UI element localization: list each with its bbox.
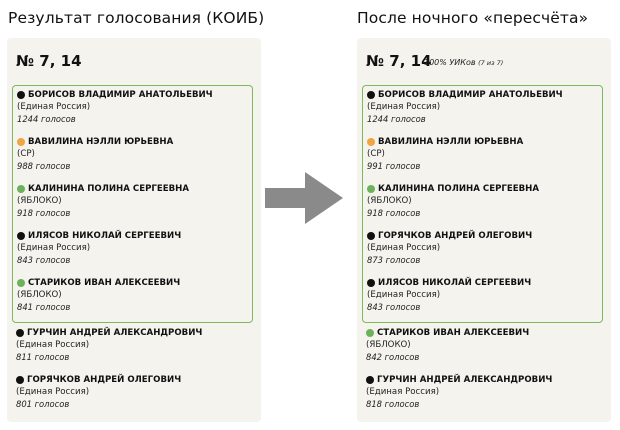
party-dot-icon (17, 185, 25, 193)
candidate-name: ВАВИЛИНА НЭЛЛИ ЮРЬЕВНА (28, 137, 174, 147)
candidate-name: ИЛЯСОВ НИКОЛАЙ СЕРГЕЕВИЧ (378, 278, 532, 288)
candidate-entry: ИЛЯСОВ НИКОЛАЙ СЕРГЕЕВИЧ (Единая Россия)… (367, 278, 531, 312)
party-dot-icon (367, 279, 375, 287)
heading-koib-result: Результат голосования (КОИБ) (8, 9, 265, 27)
candidate-party: (Единая Россия) (16, 340, 90, 350)
party-dot-icon (17, 232, 25, 240)
winners-group: БОРИСОВ ВЛАДИМИР АНАТОЛЬЕВИЧ (Единая Рос… (362, 85, 603, 323)
card-title: № 7, 14 (16, 52, 82, 70)
winners-group: БОРИСОВ ВЛАДИМИР АНАТОЛЬЕВИЧ (Единая Рос… (12, 85, 253, 323)
candidate-entry: СТАРИКОВ ИВАН АЛЕКСЕЕВИЧ (ЯБЛОКО) 841 го… (17, 278, 180, 312)
candidate-votes: 843 голосов (17, 255, 71, 265)
candidate-party: (Единая Россия) (366, 387, 440, 397)
candidate-votes: 841 голосов (17, 302, 71, 312)
party-dot-icon (366, 329, 374, 337)
candidate-name: ГОРЯЧКОВ АНДРЕЙ ОЛЕГОВИЧ (27, 375, 182, 385)
party-dot-icon (367, 91, 375, 99)
candidate-party: (ЯБЛОКО) (17, 290, 62, 300)
candidate-votes: 991 голосов (367, 161, 421, 171)
candidate-name: ГУРЧИН АНДРЕЙ АЛЕКСАНДРОВИЧ (377, 375, 553, 385)
candidate-name: КАЛИНИНА ПОЛИНА СЕРГЕЕВНА (378, 184, 539, 194)
candidate-party: (ЯБЛОКО) (366, 340, 411, 350)
candidate-party: (Единая Россия) (16, 387, 90, 397)
candidate-entry: БОРИСОВ ВЛАДИМИР АНАТОЛЬЕВИЧ (Единая Рос… (17, 90, 213, 124)
candidate-name: ГОРЯЧКОВ АНДРЕЙ ОЛЕГОВИЧ (378, 231, 533, 241)
candidate-entry: ВАВИЛИНА НЭЛЛИ ЮРЬЕВНА (СР) 991 голосов (367, 137, 523, 171)
results-card-koib: № 7, 14 БОРИСОВ ВЛАДИМИР АНАТОЛЬЕВИЧ (Ед… (7, 38, 261, 422)
candidate-votes: 918 голосов (17, 208, 71, 218)
arrow-right-icon (265, 172, 343, 224)
candidate-name: ИЛЯСОВ НИКОЛАЙ СЕРГЕЕВИЧ (28, 231, 182, 241)
candidate-entry: БОРИСОВ ВЛАДИМИР АНАТОЛЬЕВИЧ (Единая Рос… (367, 90, 563, 124)
candidate-name: БОРИСОВ ВЛАДИМИР АНАТОЛЬЕВИЧ (28, 90, 213, 100)
precincts-count: 100% УИКов (424, 58, 476, 67)
candidate-entry: ИЛЯСОВ НИКОЛАЙ СЕРГЕЕВИЧ (Единая Россия)… (17, 231, 181, 265)
candidate-entry: ГУРЧИН АНДРЕЙ АЛЕКСАНДРОВИЧ (Единая Росс… (366, 375, 552, 409)
candidate-party: (Единая Россия) (17, 243, 91, 253)
candidate-party: (СР) (17, 149, 35, 159)
candidate-votes: 1244 голосов (367, 114, 426, 124)
candidate-name: КАЛИНИНА ПОЛИНА СЕРГЕЕВНА (28, 184, 189, 194)
candidate-votes: 843 голосов (367, 302, 421, 312)
candidate-party: (Единая Россия) (17, 102, 91, 112)
party-dot-icon (367, 185, 375, 193)
candidate-party: (ЯБЛОКО) (17, 196, 62, 206)
candidate-party: (Единая Россия) (367, 243, 441, 253)
candidate-entry: ГУРЧИН АНДРЕЙ АЛЕКСАНДРОВИЧ (Единая Росс… (16, 328, 202, 362)
candidate-name: ГУРЧИН АНДРЕЙ АЛЕКСАНДРОВИЧ (27, 328, 203, 338)
precincts-fraction: (7 из 7) (478, 59, 504, 67)
candidate-entry: КАЛИНИНА ПОЛИНА СЕРГЕЕВНА (ЯБЛОКО) 918 г… (367, 184, 539, 218)
candidate-entry: КАЛИНИНА ПОЛИНА СЕРГЕЕВНА (ЯБЛОКО) 918 г… (17, 184, 189, 218)
candidate-entry: ГОРЯЧКОВ АНДРЕЙ ОЛЕГОВИЧ (Единая Россия)… (367, 231, 532, 265)
candidate-votes: 1244 голосов (17, 114, 76, 124)
party-dot-icon (17, 91, 25, 99)
party-dot-icon (367, 138, 375, 146)
candidate-votes: 873 голосов (367, 255, 421, 265)
party-dot-icon (17, 279, 25, 287)
party-dot-icon (366, 376, 374, 384)
candidate-name: БОРИСОВ ВЛАДИМИР АНАТОЛЬЕВИЧ (378, 90, 563, 100)
candidate-entry: СТАРИКОВ ИВАН АЛЕКСЕЕВИЧ (ЯБЛОКО) 842 го… (366, 328, 529, 362)
candidate-entry: ГОРЯЧКОВ АНДРЕЙ ОЛЕГОВИЧ (Единая Россия)… (16, 375, 181, 409)
candidate-votes: 842 голосов (366, 352, 420, 362)
candidate-party: (Единая Россия) (367, 102, 441, 112)
party-dot-icon (16, 329, 24, 337)
candidate-votes: 918 голосов (367, 208, 421, 218)
candidate-votes: 988 голосов (17, 161, 71, 171)
party-dot-icon (17, 138, 25, 146)
candidate-name: СТАРИКОВ ИВАН АЛЕКСЕЕВИЧ (377, 328, 530, 338)
candidate-party: (СР) (367, 149, 385, 159)
candidate-party: (ЯБЛОКО) (367, 196, 412, 206)
candidate-entry: ВАВИЛИНА НЭЛЛИ ЮРЬЕВНА (СР) 988 голосов (17, 137, 173, 171)
candidate-name: СТАРИКОВ ИВАН АЛЕКСЕЕВИЧ (28, 278, 181, 288)
heading-after-recount: После ночного «пересчёта» (357, 9, 589, 27)
candidate-votes: 811 голосов (16, 352, 70, 362)
candidate-party: (Единая Россия) (367, 290, 441, 300)
candidate-votes: 801 голосов (16, 399, 70, 409)
candidate-name: ВАВИЛИНА НЭЛЛИ ЮРЬЕВНА (378, 137, 524, 147)
card-title: № 7, 14 (366, 52, 432, 70)
party-dot-icon (16, 376, 24, 384)
card-subtitle: 100% УИКов (7 из 7) (424, 58, 503, 67)
party-dot-icon (367, 232, 375, 240)
candidate-votes: 818 голосов (366, 399, 420, 409)
results-card-after-recount: № 7, 14 100% УИКов (7 из 7) БОРИСОВ ВЛАД… (357, 38, 611, 422)
